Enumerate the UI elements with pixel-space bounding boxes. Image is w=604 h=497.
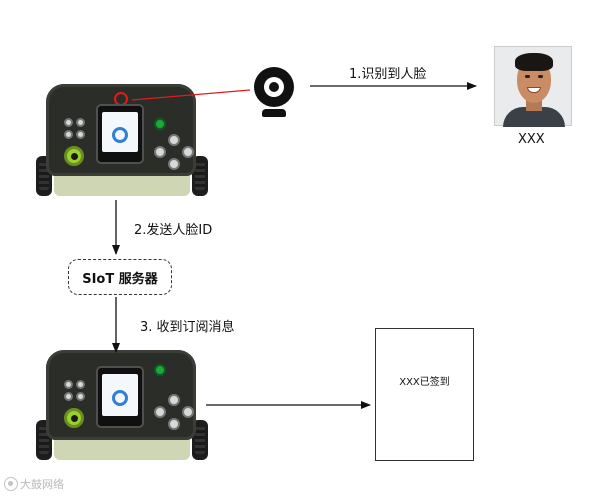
webcam-icon xyxy=(254,67,294,117)
server-label: SIoT 服务器 xyxy=(82,271,158,287)
button-a xyxy=(168,134,180,146)
button-f xyxy=(76,380,85,389)
portrait-photo xyxy=(494,46,572,127)
step3-label: 3. 收到订阅消息 xyxy=(140,320,235,335)
button-c xyxy=(182,146,194,158)
button-b xyxy=(154,146,166,158)
screen xyxy=(96,104,144,164)
app-logo-icon xyxy=(112,127,128,144)
button-e xyxy=(64,380,73,389)
button-e xyxy=(64,118,73,127)
photo-shirt xyxy=(503,107,565,127)
button-d xyxy=(168,418,180,430)
joystick-knob xyxy=(64,408,84,428)
webcam-lens xyxy=(269,82,279,92)
screen-display xyxy=(102,112,138,152)
joystick-knob xyxy=(64,146,84,166)
screen xyxy=(96,366,144,428)
watermark-logo-icon xyxy=(4,477,18,491)
watermark: 大鼓网络 xyxy=(4,476,64,492)
button-g xyxy=(64,130,73,139)
button-b xyxy=(154,406,166,418)
button-g xyxy=(64,392,73,401)
step1-label: 1.识别到人脸 xyxy=(349,67,427,82)
button-f xyxy=(76,118,85,127)
button-h xyxy=(76,392,85,401)
wheel-right xyxy=(192,156,208,196)
app-logo-icon xyxy=(112,389,128,406)
button-h xyxy=(76,130,85,139)
photo-eye-right xyxy=(538,75,543,78)
step2-label: 2.发送人脸ID xyxy=(134,223,213,238)
siot-server-box: SIoT 服务器 xyxy=(68,259,172,295)
watermark-text: 大鼓网络 xyxy=(20,478,64,491)
button-a xyxy=(168,394,180,406)
button-c xyxy=(182,406,194,418)
checkin-text: XXX已签到 xyxy=(399,377,450,388)
webcam-stand xyxy=(262,109,286,117)
checkin-document: XXX已签到 xyxy=(375,328,474,461)
robot-board-top xyxy=(36,84,208,204)
camera-to-board-line xyxy=(131,89,251,101)
green-button xyxy=(154,118,166,130)
button-d xyxy=(168,158,180,170)
wheel-right xyxy=(192,420,208,460)
photo-eye-left xyxy=(525,75,530,78)
screen-display xyxy=(102,374,138,416)
person-name: XXX xyxy=(518,132,545,147)
green-button xyxy=(154,364,166,376)
photo-hair xyxy=(515,53,553,71)
robot-board-bottom xyxy=(36,350,208,468)
